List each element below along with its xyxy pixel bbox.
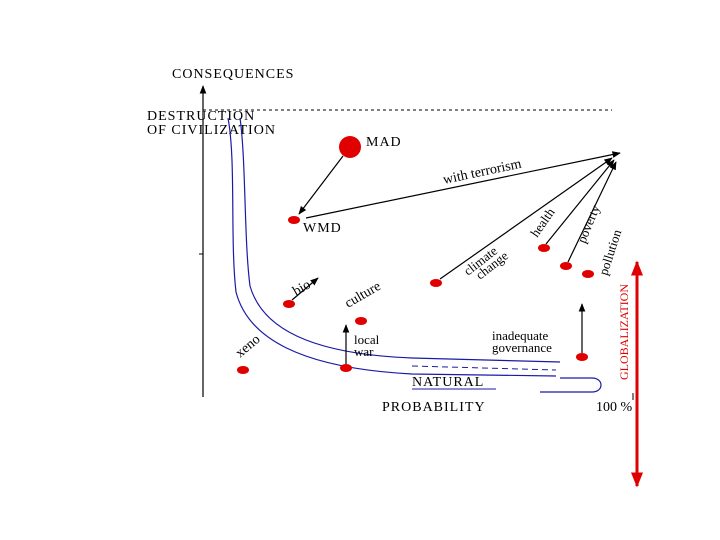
- natural-band-outer: [227, 117, 557, 377]
- local-war-marker: [340, 364, 352, 372]
- culture-label: culture: [343, 279, 384, 311]
- xeno-label: xeno: [233, 332, 263, 361]
- pollution-marker: [582, 270, 594, 278]
- mad-label: MAD: [366, 135, 402, 150]
- pollution-label: pollution: [596, 227, 625, 277]
- natural-band-inner: [239, 117, 561, 363]
- x-axis-max-label: 100 %: [596, 400, 633, 415]
- terrorism-label: with terrorism: [442, 157, 523, 188]
- bio-arrow: [291, 277, 319, 301]
- mad-to-wmd-arrow: [298, 155, 344, 215]
- local-war-label-line1: local: [354, 332, 380, 347]
- health-marker: [538, 244, 550, 252]
- poverty-label: poverty: [574, 202, 603, 245]
- health-arrow: [545, 159, 615, 245]
- bio-marker: [283, 300, 295, 308]
- top-level-label-line1: DESTRUCTION: [147, 109, 255, 124]
- x-axis-title: PROBABILITY: [382, 400, 486, 415]
- inadequate-governance-marker: [576, 353, 588, 361]
- y-axis-title: CONSEQUENCES: [172, 67, 294, 82]
- mad-marker: [339, 136, 361, 158]
- culture-marker: [355, 317, 367, 325]
- inadequate-governance-label-line1: inadequate: [492, 328, 549, 343]
- xeno-marker: [237, 366, 249, 374]
- natural-band-end-loop: [540, 377, 602, 393]
- bio-label: bio: [291, 278, 314, 300]
- wmd-label: WMD: [303, 221, 342, 236]
- natural-band-label: NATURAL: [412, 375, 484, 390]
- top-level-label-line2: OF CIVILIZATION: [147, 123, 276, 138]
- local-war-label-line2: war: [354, 344, 374, 359]
- globalization-label: GLOBALIZATION: [617, 284, 631, 380]
- wmd-marker: [288, 216, 300, 224]
- natural-band-dashed: [411, 365, 557, 371]
- inadequate-governance-label-line2: governance: [492, 340, 552, 355]
- poverty-arrow: [567, 161, 617, 263]
- terrorism-arrow: [305, 151, 621, 219]
- climate-change-arrow: [439, 157, 613, 280]
- climate-change-marker: [430, 279, 442, 287]
- poverty-marker: [560, 262, 572, 270]
